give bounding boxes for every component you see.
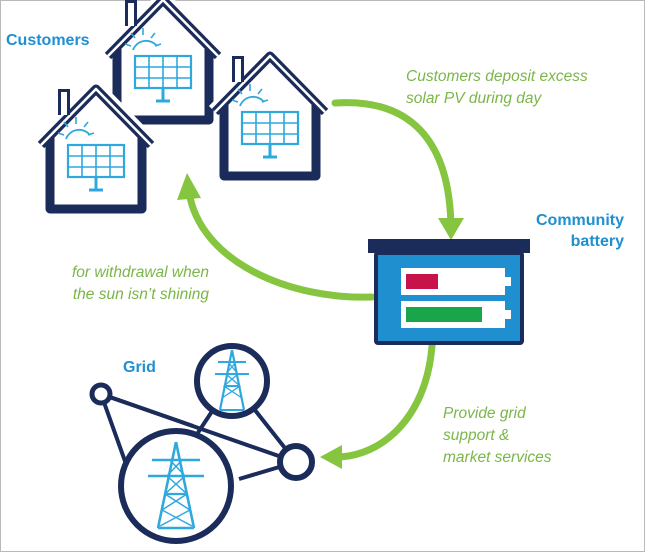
deposit-arrow [331, 99, 464, 240]
deposit-annotation: Customers deposit excess solar PV during… [406, 66, 588, 110]
community-battery-label: Community battery [536, 210, 624, 252]
grid-support-annotation-line3: market services [443, 449, 552, 466]
customers-label: Customers [6, 32, 90, 49]
community-battery-label-line1: Community [536, 212, 624, 229]
community-battery-icon [368, 239, 530, 345]
grid-support-annotation: Provide grid support & market services [443, 403, 552, 469]
grid-label: Grid [123, 359, 156, 376]
deposit-annotation-line2: solar PV during day [406, 90, 542, 107]
deposit-annotation-line1: Customers deposit excess [406, 68, 588, 85]
customer-house-right [215, 56, 325, 176]
withdrawal-annotation-line2: the sun isn’t shining [72, 286, 209, 303]
withdrawal-annotation-line1: for withdrawal when [72, 264, 209, 281]
customer-house-top [108, 0, 218, 120]
community-battery-label-line2: battery [570, 233, 624, 250]
grid-network-icon [89, 343, 315, 544]
grid-support-annotation-line2: support & [443, 427, 510, 444]
withdrawal-annotation: for withdrawal when the sun isn’t shinin… [72, 262, 209, 306]
grid-support-arrow [320, 342, 436, 469]
grid-support-annotation-line1: Provide grid [443, 405, 526, 422]
withdrawal-arrow [177, 173, 376, 301]
